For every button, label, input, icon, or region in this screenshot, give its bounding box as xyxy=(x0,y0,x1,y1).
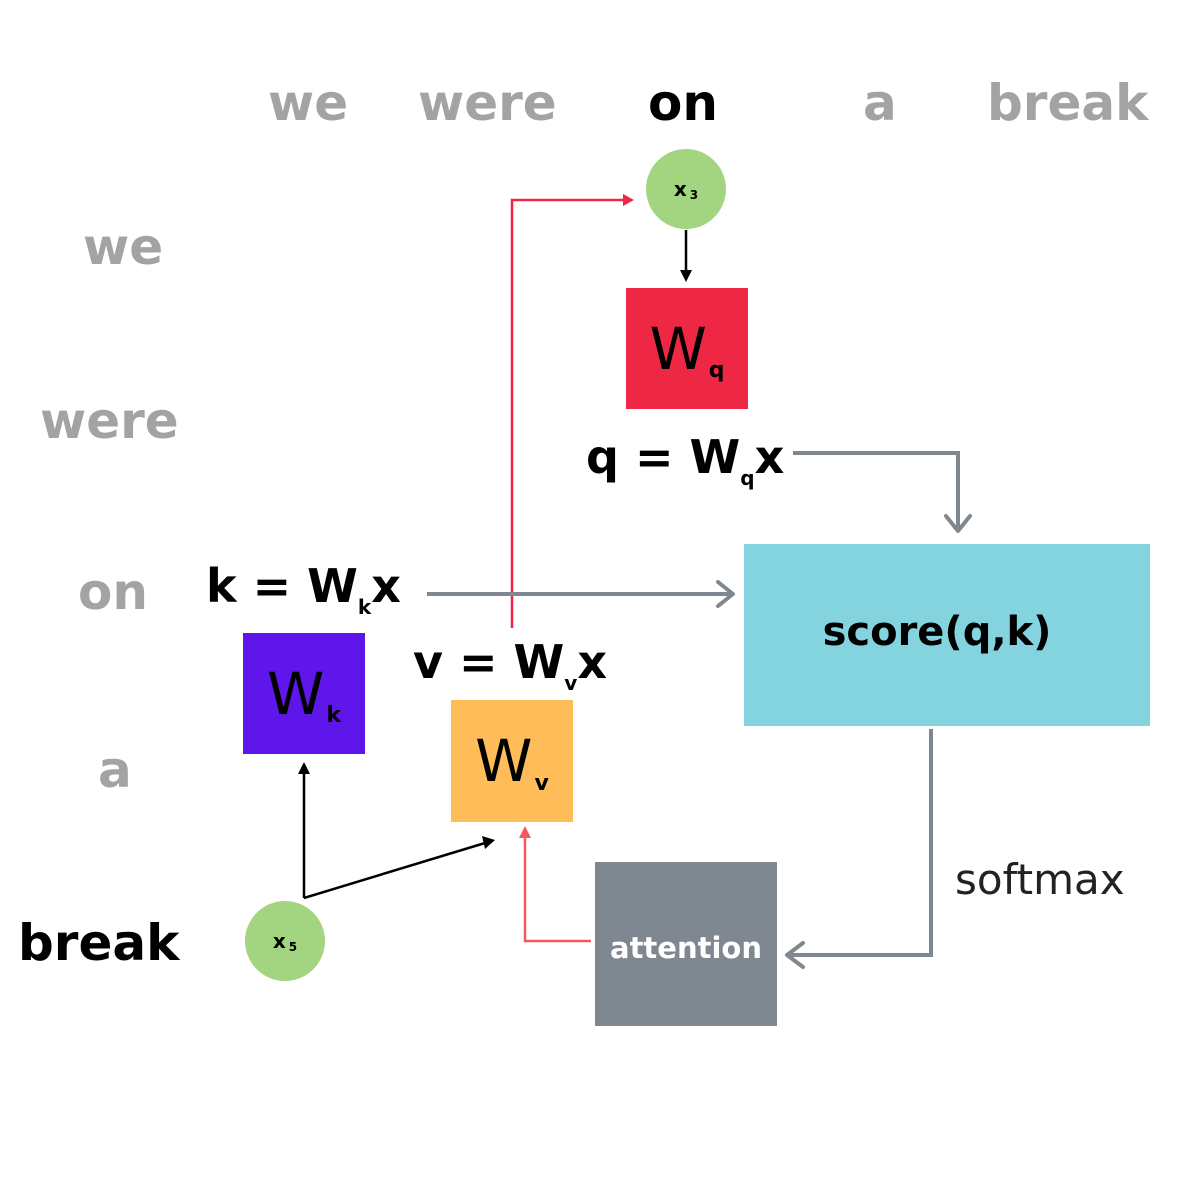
key-formula-lhs: k = W xyxy=(206,559,358,613)
token3-to-wq-arrowhead xyxy=(680,270,692,282)
score-to-attention-arrow xyxy=(790,729,933,957)
value-formula: v = Wvx xyxy=(413,639,607,693)
query-to-score-arrowhead xyxy=(944,514,972,533)
row-word-were: were xyxy=(40,392,179,450)
token5-to-wv-arrow xyxy=(303,841,486,900)
key-formula-sub: k xyxy=(357,595,372,619)
column-word-a: a xyxy=(863,74,897,132)
node-x5-var: x xyxy=(272,929,286,953)
row-word-we: we xyxy=(83,218,164,276)
node-x3-sub: 3 xyxy=(689,188,699,202)
wv-letter: W xyxy=(475,727,533,795)
query-to-score-arrow xyxy=(793,451,960,528)
value-formula-rhs: x xyxy=(577,635,608,689)
node-x3-var: x xyxy=(673,177,687,201)
column-word-we: we xyxy=(268,74,349,132)
key-formula-rhs: x xyxy=(371,559,401,613)
token5-to-wk-arrowhead xyxy=(298,762,310,774)
query-formula-sub: q xyxy=(740,466,755,490)
attention-label: attention xyxy=(610,931,762,965)
score-to-attention-arrowhead xyxy=(785,941,805,969)
value-to-query-token-arrowhead xyxy=(623,194,634,206)
value-to-query-token-arrow xyxy=(510,198,630,628)
key-to-score-arrowhead xyxy=(716,580,735,608)
row-word-on: on xyxy=(78,563,148,621)
query-formula-lhs: q = W xyxy=(586,430,741,484)
wk-letter: W xyxy=(267,659,325,728)
attention-to-wv-arrow xyxy=(523,836,591,943)
wq-sub: q xyxy=(708,358,725,383)
attention-box: attention xyxy=(595,862,777,1026)
column-word-break: break xyxy=(987,74,1149,132)
wq-letter: W xyxy=(649,314,707,383)
row-word-a: a xyxy=(98,741,132,799)
node-x5-sub: 5 xyxy=(288,940,298,954)
softmax-label: softmax xyxy=(955,855,1125,904)
value-formula-lhs: v = W xyxy=(413,635,565,689)
token5-to-wv-arrowhead xyxy=(482,836,495,849)
wk-sub: k xyxy=(326,703,341,728)
attention-to-wv-arrowhead xyxy=(519,826,531,838)
score-label: score(q,k) xyxy=(822,609,1052,655)
column-word-on: on xyxy=(648,74,718,132)
row-word-break: break xyxy=(18,914,180,972)
query-formula-rhs: x xyxy=(754,430,785,484)
column-word-were: were xyxy=(418,74,557,132)
wv-sub: v xyxy=(534,770,549,796)
query-formula: q = Wqx xyxy=(586,434,784,488)
score-box: score(q,k) xyxy=(744,544,1150,726)
value-formula-sub: v xyxy=(564,671,578,695)
key-formula: k = Wkx xyxy=(206,563,401,617)
